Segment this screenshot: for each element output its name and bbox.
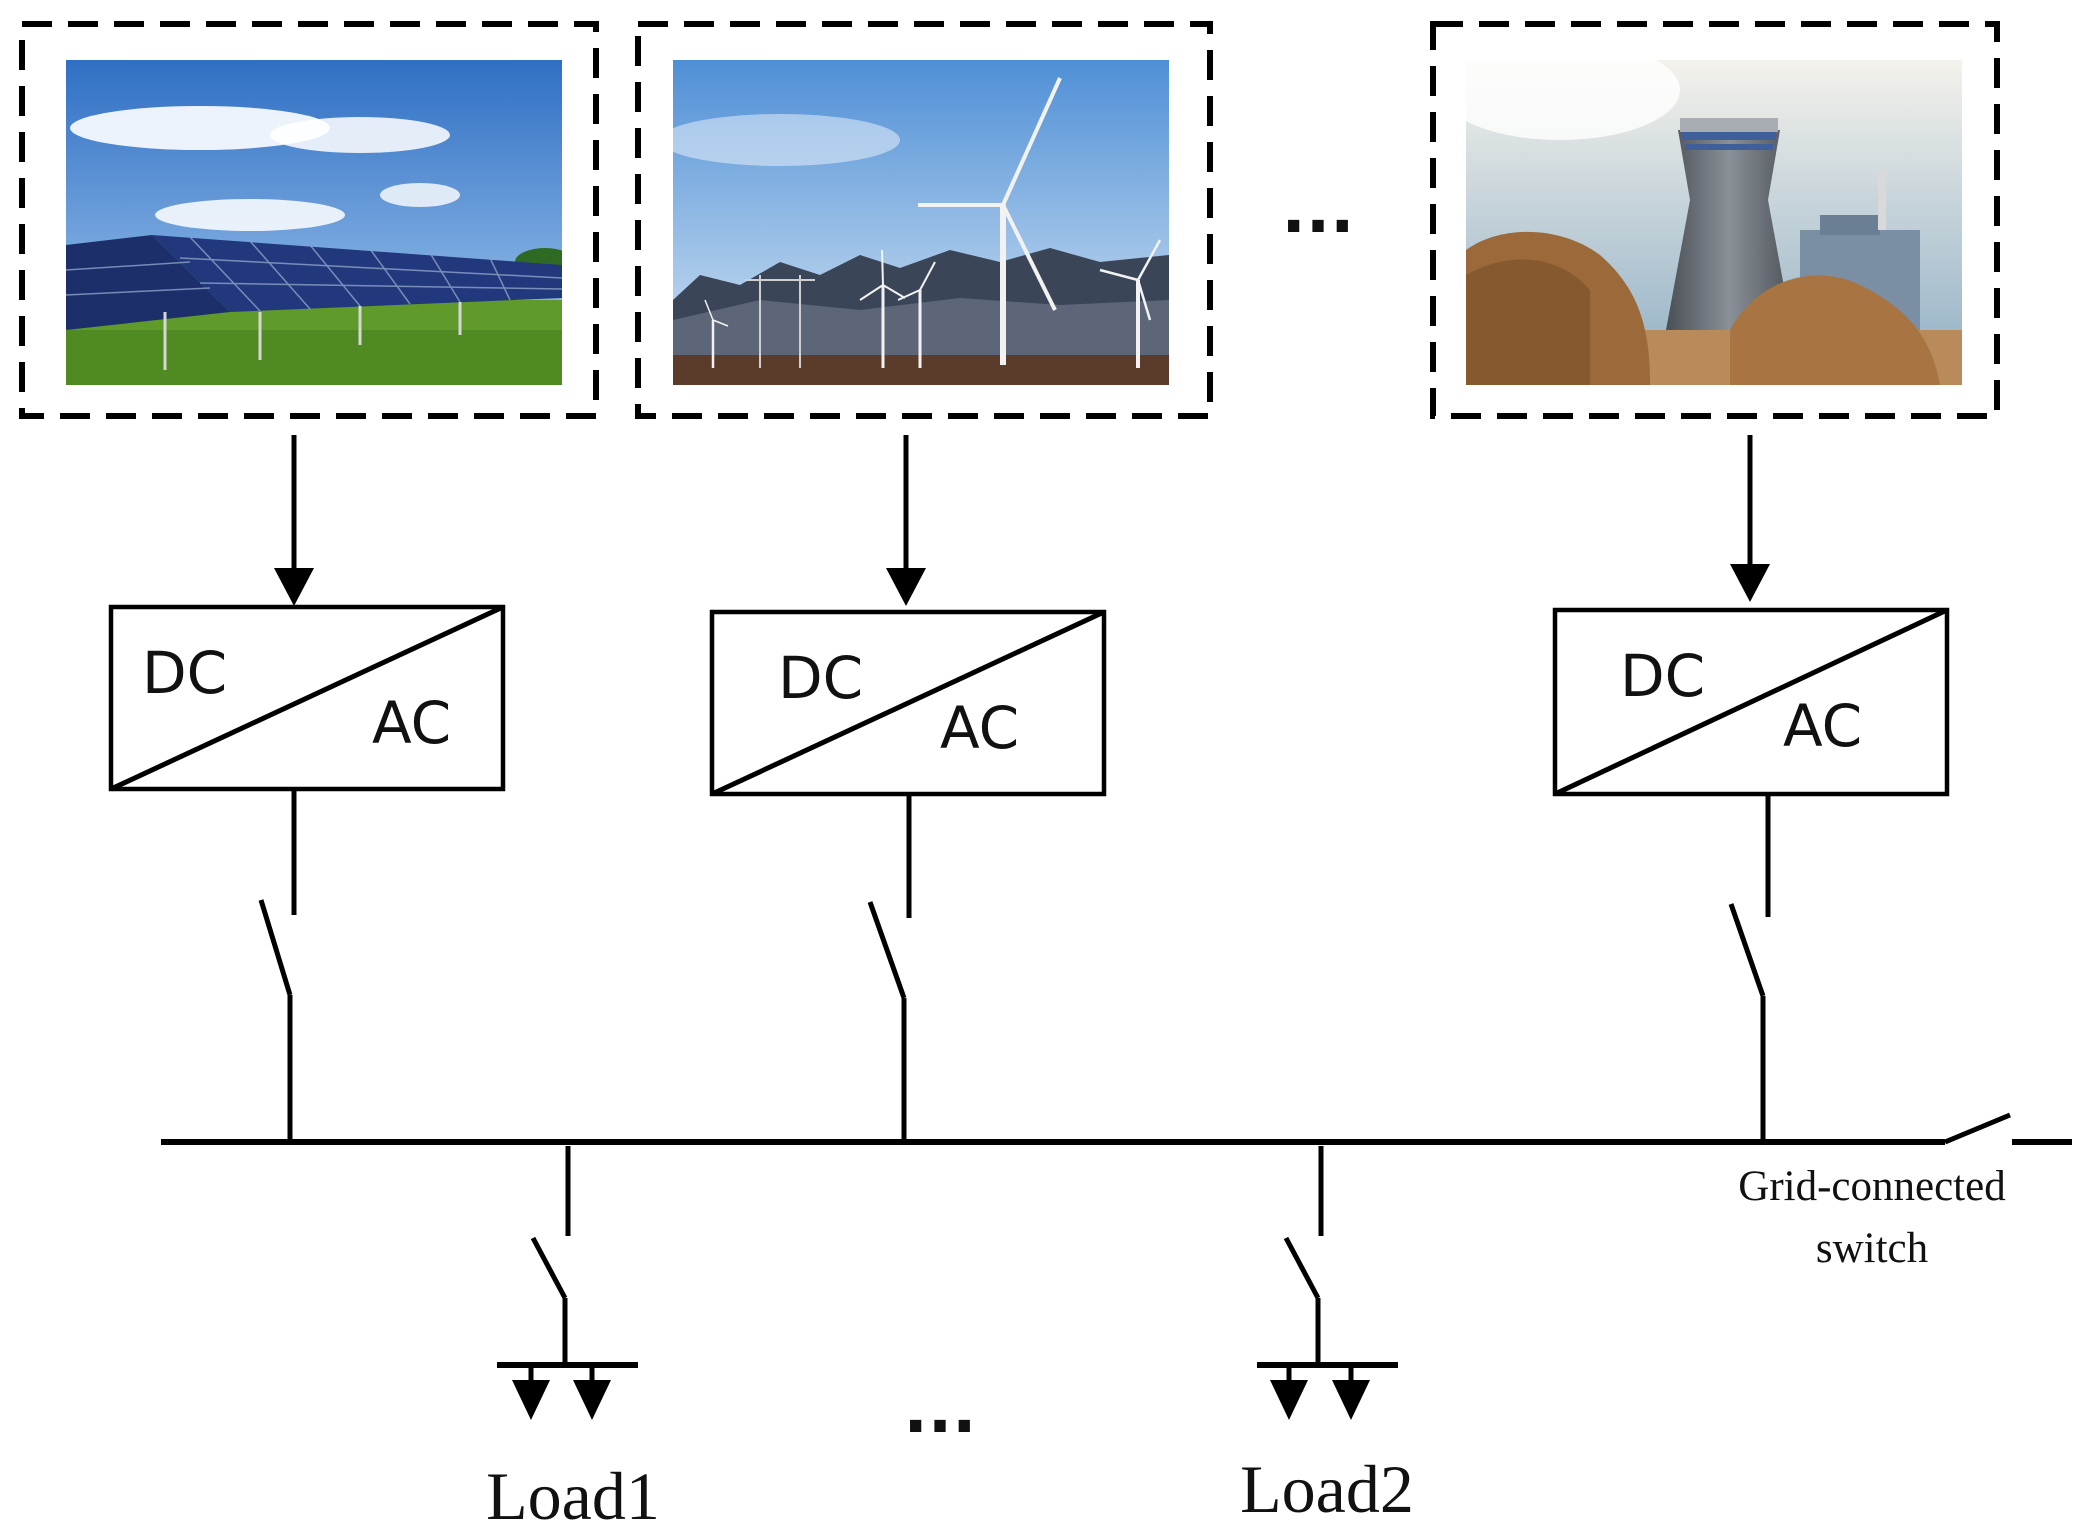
- converter-wind-ac-label: AC: [940, 694, 1019, 762]
- converter-thermal: DC AC: [1552, 607, 1950, 797]
- arrow-wind: [886, 435, 926, 606]
- converter-wind: DC AC: [709, 609, 1107, 797]
- grid-switch-label-line2: switch: [1816, 1225, 1928, 1272]
- converter-wind-dc-label: DC: [778, 644, 863, 712]
- switch-solar: [258, 791, 297, 1142]
- grid-switch-label-line1: Grid-connected: [1738, 1163, 2005, 1210]
- grid-connected-switch: [1944, 1112, 2072, 1145]
- load-1-arrow-right: [573, 1380, 611, 1420]
- load-2-label: Load2: [1240, 1451, 1414, 1527]
- load-1-branch: [497, 1146, 638, 1420]
- switch-wind: [867, 796, 912, 1142]
- thermal-plant-image: [1466, 60, 1962, 385]
- load-2-branch: [1257, 1146, 1398, 1420]
- converter-thermal-ac-label: AC: [1783, 692, 1862, 760]
- converter-thermal-dc-label: DC: [1620, 642, 1705, 710]
- converter-solar-ac-label: AC: [372, 689, 451, 757]
- arrow-solar: [274, 435, 314, 606]
- converter-solar-dc-label: DC: [142, 639, 227, 707]
- solar-panel-image: [66, 60, 562, 385]
- thermal-source-frame: [1430, 21, 2000, 419]
- load-2-arrow-right: [1332, 1380, 1370, 1420]
- load-ellipsis: ...: [904, 1374, 977, 1448]
- arrow-thermal: [1730, 435, 1770, 602]
- converter-solar: DC AC: [108, 604, 506, 792]
- wind-source-frame: [635, 21, 1213, 419]
- load-1-label: Load1: [486, 1458, 660, 1532]
- load-2-arrow-left: [1270, 1380, 1308, 1420]
- wind-turbine-image: [673, 60, 1169, 385]
- source-ellipsis: ...: [1282, 174, 1355, 248]
- switch-thermal: [1728, 796, 1771, 1142]
- load-1-arrow-left: [512, 1380, 550, 1420]
- solar-source-frame: [19, 21, 599, 419]
